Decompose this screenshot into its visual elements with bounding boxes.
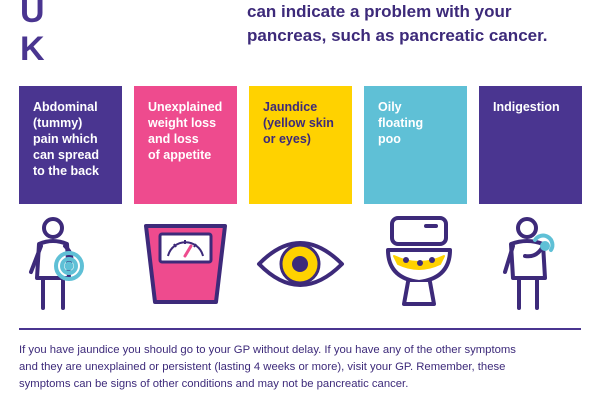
symptom-label: Jaundice: [263, 100, 318, 114]
symptom-card-oily-poo: Oily floating poo: [364, 86, 467, 204]
headline-line: pancreas, such as pancreatic cancer.: [247, 26, 548, 45]
symptom-label: floating: [378, 116, 424, 130]
headline-line: can indicate a problem with your: [247, 2, 512, 21]
divider: [19, 328, 581, 330]
symptom-label: poo: [378, 132, 401, 146]
symptom-label: Indigestion: [493, 100, 560, 114]
toilet-icon: [364, 212, 467, 316]
weighing-scale-icon: [134, 212, 237, 316]
symptom-label: to the back: [33, 164, 99, 178]
symptom-card-weight-loss: Unexplained weight loss and loss of appe…: [134, 86, 237, 204]
indigestion-icon: [479, 212, 582, 316]
symptom-label: weight loss: [148, 116, 217, 130]
symptom-label: of appetite: [148, 148, 212, 162]
footer-line: If you have jaundice you should go to yo…: [19, 344, 516, 356]
headline: can indicate a problem with your pancrea…: [247, 0, 597, 48]
symptom-label: Abdominal: [33, 100, 98, 114]
footer-line: and they are unexplained or persistent (…: [19, 361, 506, 373]
symptom-label: Unexplained: [148, 100, 223, 114]
symptom-label: (yellow skin: [263, 116, 334, 130]
symptom-label: can spread: [33, 148, 100, 162]
symptom-label: and loss: [148, 132, 199, 146]
symptom-label: Oily: [378, 100, 402, 114]
symptom-card-abdominal-pain: Abdominal (tummy) pain which can spread …: [19, 86, 122, 204]
footer-note: If you have jaundice you should go to yo…: [19, 342, 594, 393]
logo-letter: U: [20, 0, 46, 30]
abdominal-pain-icon: [19, 212, 122, 316]
symptom-label: or eyes): [263, 132, 311, 146]
logo-letter: K: [20, 30, 46, 68]
symptom-card-jaundice: Jaundice (yellow skin or eyes): [249, 86, 352, 204]
logo: U K: [20, 0, 46, 68]
footer-line: symptoms can be signs of other condition…: [19, 378, 409, 390]
yellow-eye-icon: [249, 212, 352, 316]
symptom-label: (tummy): [33, 116, 83, 130]
symptom-label: pain which: [33, 132, 98, 146]
symptom-card-indigestion: Indigestion: [479, 86, 582, 204]
